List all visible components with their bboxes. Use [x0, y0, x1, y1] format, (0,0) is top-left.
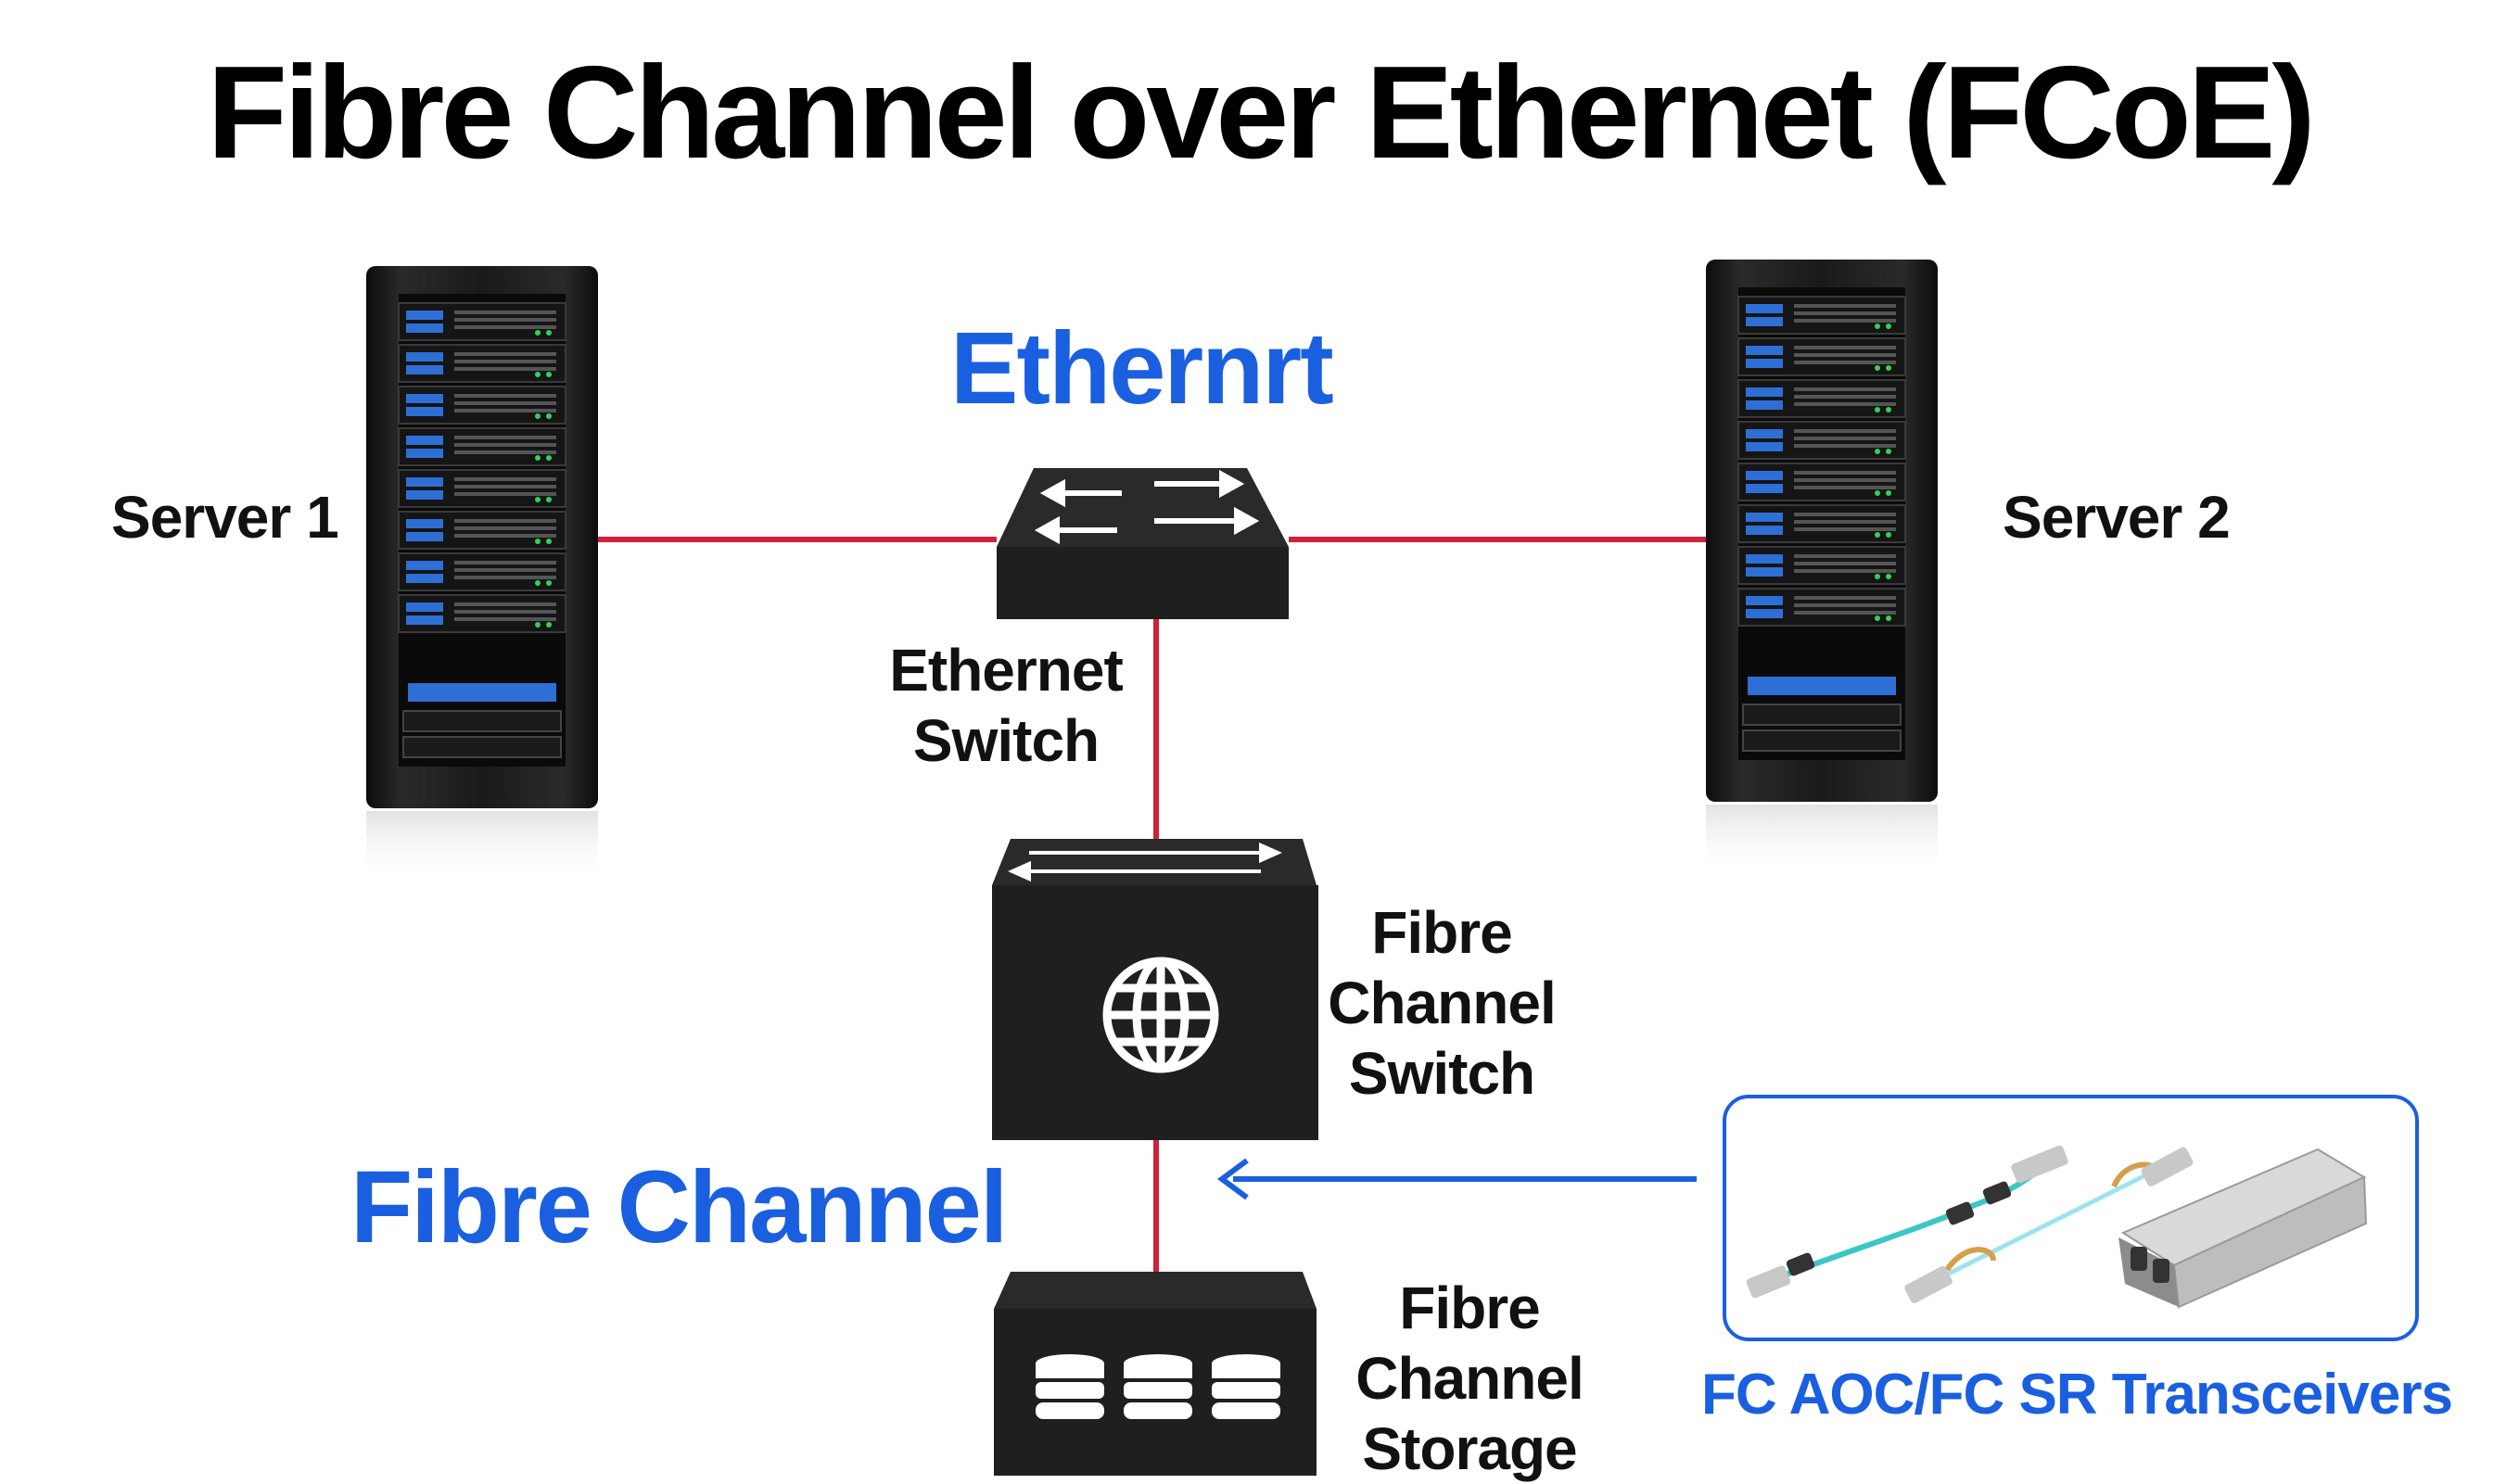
fc-storage-label-line2: Channel: [1355, 1345, 1584, 1412]
aoc-cable-icon: [1746, 1145, 2068, 1299]
sfp-transceiver-icon: [2118, 1148, 2368, 1309]
server-rack-icon: [1706, 260, 1938, 879]
ethernet-switch-label-line2: Switch: [912, 707, 1100, 774]
page-title: Fibre Channel over Ethernet (FCoE): [207, 39, 2315, 186]
ethernet-switch-icon: [997, 468, 1289, 619]
globe-icon: [1102, 957, 1219, 1073]
storage-icon: [994, 1272, 1317, 1476]
ethernet-network-label: Ethernrt: [950, 311, 1334, 425]
fc-switch-label-line2: Channel: [1328, 970, 1556, 1036]
arrow-left-icon: [1216, 1158, 1697, 1200]
ethernet-switch-label: Ethernet Switch: [858, 635, 1154, 776]
database-icon: [1036, 1354, 1280, 1419]
aoc-cable-icon: [1904, 1147, 2194, 1304]
fibre-channel-network-label: Fibre Channel: [350, 1150, 1008, 1264]
server-rack-icon: [366, 266, 598, 885]
network-links: [598, 537, 1706, 1272]
fc-switch-icon: [992, 839, 1318, 1140]
fc-switch-label-line3: Switch: [1348, 1040, 1535, 1107]
fc-storage-label: Fibre Channel Storage: [1335, 1273, 1604, 1484]
server1-label: Server 1: [111, 484, 339, 551]
fc-switch-label-line1: Fibre: [1371, 899, 1512, 966]
transceivers-label: FC AOC/FC SR Transceivers: [1701, 1363, 2453, 1427]
server2-label: Server 2: [2003, 484, 2231, 551]
ethernet-switch-label-line1: Ethernet: [889, 637, 1124, 704]
fc-storage-label-line3: Storage: [1362, 1415, 1577, 1482]
fc-storage-label-line1: Fibre: [1399, 1275, 1540, 1341]
fc-switch-label: Fibre Channel Switch: [1307, 897, 1576, 1109]
